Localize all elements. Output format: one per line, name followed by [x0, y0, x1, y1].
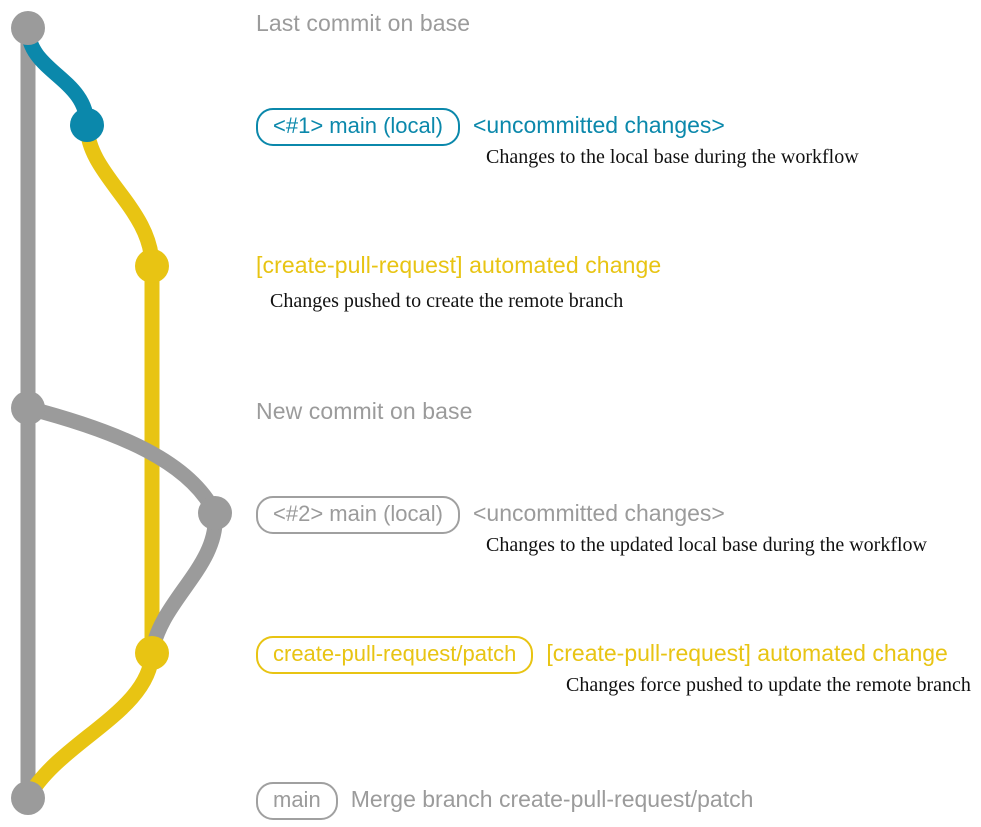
commit-row-local-main-2: <#2> main (local) <uncommitted changes> — [256, 496, 725, 534]
commit-node-local-main-2[interactable] — [198, 496, 232, 530]
commit-node-new-commit-on-base[interactable] — [11, 391, 45, 425]
commit-subject-automated-change-2: [create-pull-request] automated change — [546, 640, 948, 666]
commit-node-automated-change-1[interactable] — [135, 249, 169, 283]
branch-label-local-main-2[interactable]: <#2> main (local) — [256, 496, 460, 534]
commit-subject-merge-commit: Merge branch create-pull-request/patch — [350, 786, 754, 812]
commit-node-automated-change-2[interactable] — [135, 636, 169, 670]
commit-subject-new-commit-on-base: New commit on base — [256, 398, 473, 424]
commit-description-local-main-2: Changes to the updated local base during… — [486, 534, 927, 556]
commit-row-last-commit-on-base: Last commit on base — [256, 10, 470, 37]
commit-description-automated-change-2: Changes force pushed to update the remot… — [566, 674, 971, 696]
commit-row-local-main-1: <#1> main (local) <uncommitted changes> — [256, 108, 725, 146]
commit-node-last-commit-on-base[interactable] — [11, 11, 45, 45]
commit-description-local-main-1: Changes to the local base during the wor… — [486, 146, 859, 168]
commit-row-automated-change-2: create-pull-request/patch [create-pull-re… — [256, 636, 948, 674]
commit-row-automated-change-1: [create-pull-request] automated change — [256, 252, 661, 279]
commit-node-local-main-1[interactable] — [70, 108, 104, 142]
commit-subject-local-main-2: <uncommitted changes> — [472, 500, 725, 526]
commit-subject-last-commit-on-base: Last commit on base — [256, 10, 471, 36]
commit-row-merge-commit: main Merge branch create-pull-request/pat… — [256, 782, 753, 820]
branch-label-local-main-1[interactable]: <#1> main (local) — [256, 108, 460, 146]
branch-label-merge-commit[interactable]: main — [256, 782, 338, 820]
commit-subject-automated-change-1: [create-pull-request] automated change — [256, 252, 662, 278]
branch-label-automated-change-2[interactable]: create-pull-request/patch — [256, 636, 534, 674]
yellow-merge-line — [20, 645, 160, 806]
commit-subject-local-main-1: <uncommitted changes> — [472, 112, 725, 138]
commit-row-new-commit-on-base: New commit on base — [256, 398, 473, 425]
commit-node-merge-commit[interactable] — [11, 781, 45, 815]
commit-description-automated-change-1: Changes pushed to create the remote bran… — [270, 290, 624, 312]
